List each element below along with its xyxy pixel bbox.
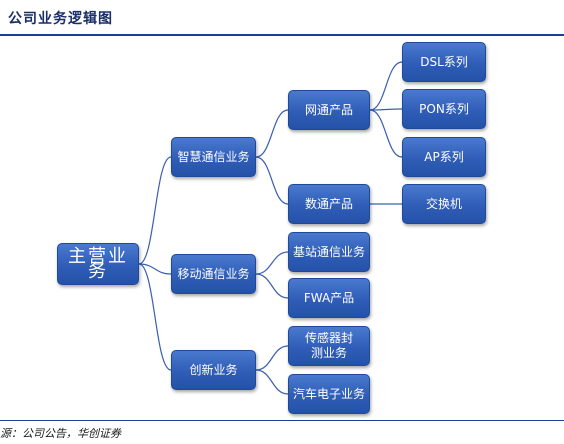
page-title: 公司业务逻辑图	[8, 11, 113, 27]
node-base-station: 基站通信业务	[288, 232, 370, 272]
link-root-l1-0	[138, 156, 172, 265]
node-root: 主营业务	[57, 243, 139, 285]
link-root-l1-2	[138, 263, 172, 371]
top-divider	[0, 34, 564, 36]
node-fwa-products: FWA产品	[288, 278, 370, 318]
link-l2-0-l3-1	[369, 108, 403, 111]
link-root-l1-1	[138, 263, 172, 275]
bottom-divider	[0, 420, 564, 421]
link-l1-1-l2-2	[255, 251, 289, 275]
link-l1-1-l2-3	[255, 273, 289, 299]
node-network-products: 网通产品	[288, 90, 370, 130]
node-automotive-electronics: 汽车电子业务	[288, 374, 370, 414]
node-data-products: 数通产品	[288, 184, 370, 224]
node-switch: 交换机	[402, 184, 486, 224]
link-l1-2-l2-4	[255, 345, 289, 371]
node-innovation: 创新业务	[171, 350, 256, 390]
node-smart-communication: 智慧通信业务	[171, 137, 256, 177]
node-dsl-series: DSL系列	[402, 42, 486, 82]
link-l1-0-l2-0	[255, 109, 289, 158]
node-mobile-communication: 移动通信业务	[171, 254, 256, 294]
link-l2-0-l3-0	[369, 61, 403, 111]
source-note: 源：公司公告，华创证券	[0, 427, 121, 440]
node-sensor-packaging: 传感器封测业务	[288, 326, 370, 366]
node-pon-series: PON系列	[402, 89, 486, 129]
link-l1-2-l2-5	[255, 369, 289, 395]
node-ap-series: AP系列	[402, 137, 486, 177]
link-l1-0-l2-1	[255, 156, 289, 205]
link-l2-0-l3-2	[369, 109, 403, 158]
